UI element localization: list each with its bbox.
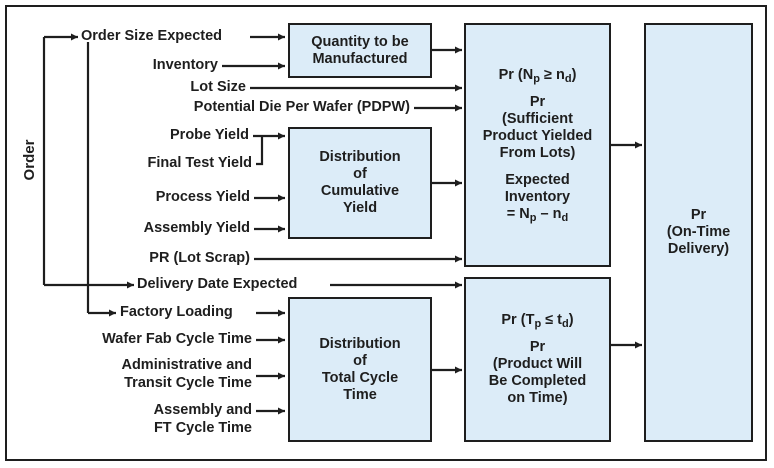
expected-inventory-1: Expected — [505, 172, 570, 188]
cycle-line-1: Distribution — [319, 335, 401, 352]
label-inventory: Inventory — [152, 57, 218, 73]
ontime-line-3: Delivery) — [667, 241, 730, 257]
label-final-test-yield: Final Test Yield — [147, 155, 252, 171]
completed-probability: Pr (Tp ≤ td) — [501, 312, 574, 330]
quantity-line-1: Quantity to be — [311, 33, 409, 50]
box-sufficient-product: Pr (Np ≥ nd) Pr (Sufficient Product Yiel… — [464, 23, 611, 267]
quantity-line-2: Manufactured — [312, 50, 408, 67]
completed-desc-1: Pr — [529, 339, 546, 355]
ontime-line-1: Pr — [690, 207, 707, 223]
box-on-time-delivery: Pr (On-Time Delivery) — [644, 23, 753, 442]
completed-desc-2: (Product Will — [492, 356, 583, 372]
sufficient-desc-3: Product Yielded — [482, 128, 593, 144]
sufficient-desc-1: Pr — [529, 94, 546, 110]
order-label: Order — [21, 139, 38, 181]
sufficient-probability: Pr (Np ≥ nd) — [498, 67, 577, 85]
completed-desc-3: Be Completed — [488, 373, 587, 389]
label-assembly-ft-2: FT Cycle Time — [153, 420, 252, 436]
label-lot-scrap: PR (Lot Scrap) — [149, 250, 250, 266]
cum-yield-line-3: Cumulative — [320, 183, 400, 199]
cycle-line-3: Total Cycle — [321, 369, 399, 386]
cum-yield-line-4: Yield — [342, 200, 378, 216]
box-cumulative-yield: Distribution of Cumulative Yield — [288, 127, 432, 239]
expected-inventory-2: Inventory — [504, 189, 571, 205]
sufficient-desc-2: (Sufficient — [502, 111, 573, 127]
label-factory-loading: Factory Loading — [120, 304, 233, 320]
label-order-size: Order Size Expected — [81, 28, 223, 44]
box-quantity-to-be-manufactured: Quantity to be Manufactured — [288, 23, 432, 78]
expected-inventory-formula: = Np – nd — [506, 206, 569, 224]
label-pdpw: Potential Die Per Wafer (PDPW) — [193, 99, 410, 115]
cycle-line-2: of — [353, 352, 367, 369]
label-assembly-yield: Assembly Yield — [143, 220, 250, 236]
label-admin-transit-2: Transit Cycle Time — [124, 375, 252, 391]
label-process-yield: Process Yield — [155, 189, 250, 205]
sufficient-desc-4: From Lots) — [499, 145, 576, 161]
box-completed-on-time: Pr (Tp ≤ td) Pr (Product Will Be Complet… — [464, 277, 611, 442]
box-total-cycle-time: Distribution of Total Cycle Time — [288, 297, 432, 442]
label-assembly-ft-1: Assembly and — [153, 402, 252, 418]
label-delivery-date: Delivery Date Expected — [137, 276, 298, 292]
cum-yield-line-2: of — [353, 166, 367, 182]
label-wafer-fab: Wafer Fab Cycle Time — [102, 331, 252, 347]
label-lot-size: Lot Size — [190, 79, 246, 95]
final-test-yield-join — [256, 136, 264, 166]
label-admin-transit-1: Administrative and — [121, 357, 252, 373]
cum-yield-line-1: Distribution — [319, 149, 401, 165]
completed-desc-4: on Time) — [507, 390, 568, 406]
ontime-line-2: (On-Time — [666, 224, 731, 240]
cycle-line-4: Time — [343, 386, 377, 403]
label-probe-yield: Probe Yield — [170, 127, 249, 143]
